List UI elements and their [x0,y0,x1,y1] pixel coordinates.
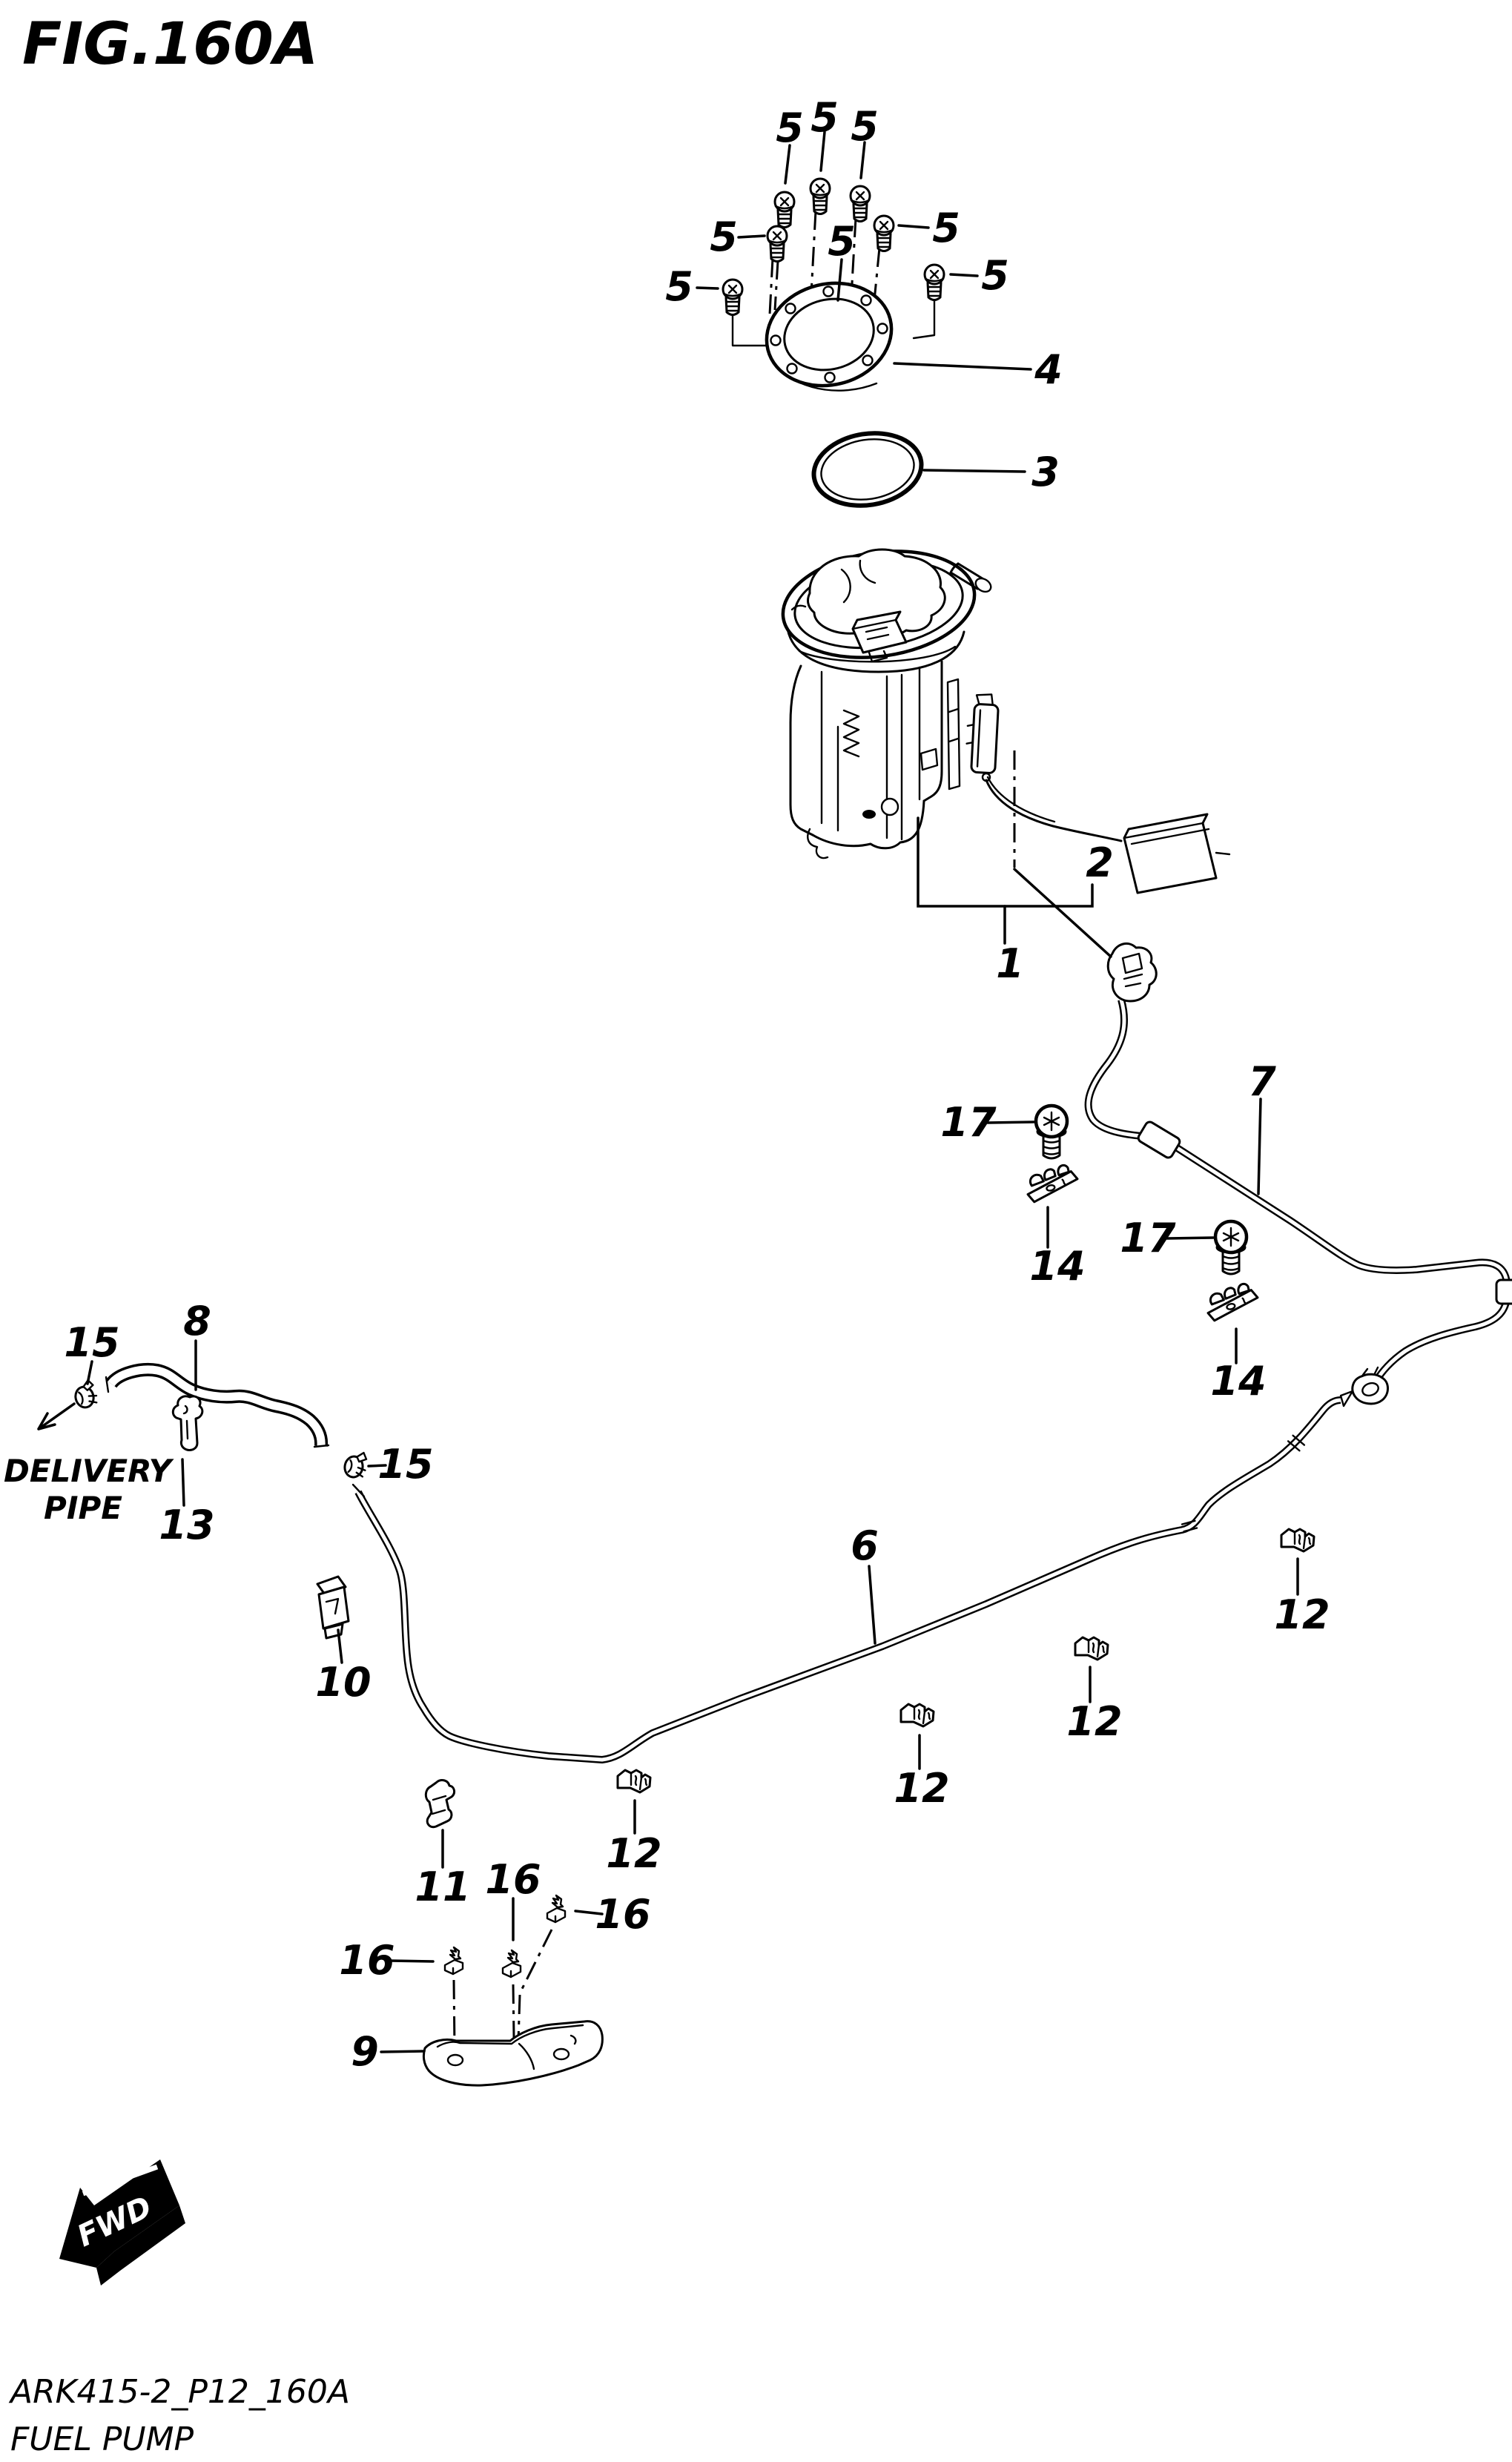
screw-17 [1215,1221,1247,1274]
callout-9: 9 [351,2028,379,2075]
callout-16: 16 [485,1856,541,1903]
footer: ARK415-2_P12_160A FUEL PUMP [8,2373,350,2458]
callout-14: 14 [1029,1243,1085,1290]
callout-13: 13 [159,1502,214,1548]
delivery-pipe-arrow [37,1402,76,1430]
clip-16 [501,1949,522,1978]
clamp-15 [70,1378,100,1410]
figure-title: FIG.160A [22,11,318,78]
callout-15: 15 [64,1319,119,1366]
callout-2: 2 [1086,839,1114,886]
clamp-14 [1202,1280,1262,1323]
delivery-pipe-note: DELIVERY PIPE [4,1453,174,1526]
callout-12: 12 [894,1765,949,1812]
bracket-9 [422,2020,604,2087]
footer-title: FUEL PUMP [10,2420,194,2458]
holder-11 [424,1779,456,1829]
delivery-pipe-text-line1: DELIVERY [4,1453,174,1489]
fuel-pump-outlet-hose-7 [1084,942,1512,1405]
clip-16 [443,1946,464,1976]
callout-1: 1 [996,940,1024,987]
hose-7-sleeve [1495,1278,1512,1305]
clamp-12 [616,1769,652,1794]
callout-4: 4 [1034,346,1063,393]
leader-lines [86,131,1299,2053]
callout-17: 17 [1120,1215,1176,1261]
callout-5: 5 [981,252,1009,299]
callout-5: 5 [776,105,804,151]
callout-10: 10 [315,1659,371,1706]
callout-12: 12 [606,1830,661,1877]
callout-5: 5 [851,103,879,150]
callout-11: 11 [415,1864,470,1910]
hose-7-banjo-fitting [1351,1366,1389,1405]
fuel-pump-retainer-4 [765,281,894,388]
screw-5 [849,185,871,222]
callout-6: 6 [851,1522,879,1569]
screw-5 [766,225,788,263]
clamp-12 [1074,1636,1109,1661]
hose-6-tip [1339,1390,1354,1407]
delivery-pipe-text-line2: PIPE [44,1490,122,1526]
clip-16 [546,1894,567,1924]
fuel-return-hose-8 [105,1363,330,1448]
callout-5: 5 [665,263,693,310]
callout-15: 15 [377,1441,433,1488]
screw-17 [1036,1106,1067,1158]
pump-spring [842,709,860,758]
footer-code: ARK415-2_P12_160A [8,2373,350,2411]
hose-7-ferrule [1137,1121,1181,1159]
callout-3: 3 [1031,449,1060,495]
callout-14: 14 [1210,1358,1266,1405]
callout-bracket-1-2 [917,816,1112,958]
retainer-bolt-holes [768,286,888,392]
clamp-15 [342,1448,369,1481]
cushion-10 [316,1575,350,1640]
callout-5: 5 [828,218,856,265]
callout-5: 5 [932,205,960,251]
callout-7: 7 [1248,1058,1276,1105]
fuel-pump-assembly-1 [781,548,992,859]
screw-5 [773,191,796,228]
callout-12: 12 [1274,1591,1330,1638]
sender-float-arm [985,779,1123,842]
screw-5 [722,278,744,316]
clamp-14 [1022,1161,1082,1204]
sender-float [1123,813,1231,894]
clamp-12 [1280,1528,1315,1553]
fuel-feed-hose-6 [351,1390,1354,1763]
callout-5: 5 [710,214,738,260]
screw-5 [873,214,895,252]
callout-16: 16 [339,1937,394,1984]
callout-16: 16 [595,1891,650,1938]
callouts: 5 5 5 5 5 5 5 5 4 3 2 1 17 14 7 17 14 15… [64,94,1330,2075]
callout-17: 17 [940,1099,997,1146]
clamp-12 [899,1703,935,1728]
pump-outlet-spout [949,562,986,590]
fwd-arrow: FWD [59,2159,185,2286]
hose-7-elbow-grommet [1106,942,1158,1003]
o-ring-3 [811,431,924,508]
callout-5: 5 [811,94,839,141]
screw-5 [809,177,831,215]
callout-8: 8 [183,1298,211,1344]
screw-5 [923,263,945,301]
grommet-13 [171,1395,204,1451]
callout-12: 12 [1066,1698,1122,1745]
fuel-level-sender-2 [965,693,1231,894]
